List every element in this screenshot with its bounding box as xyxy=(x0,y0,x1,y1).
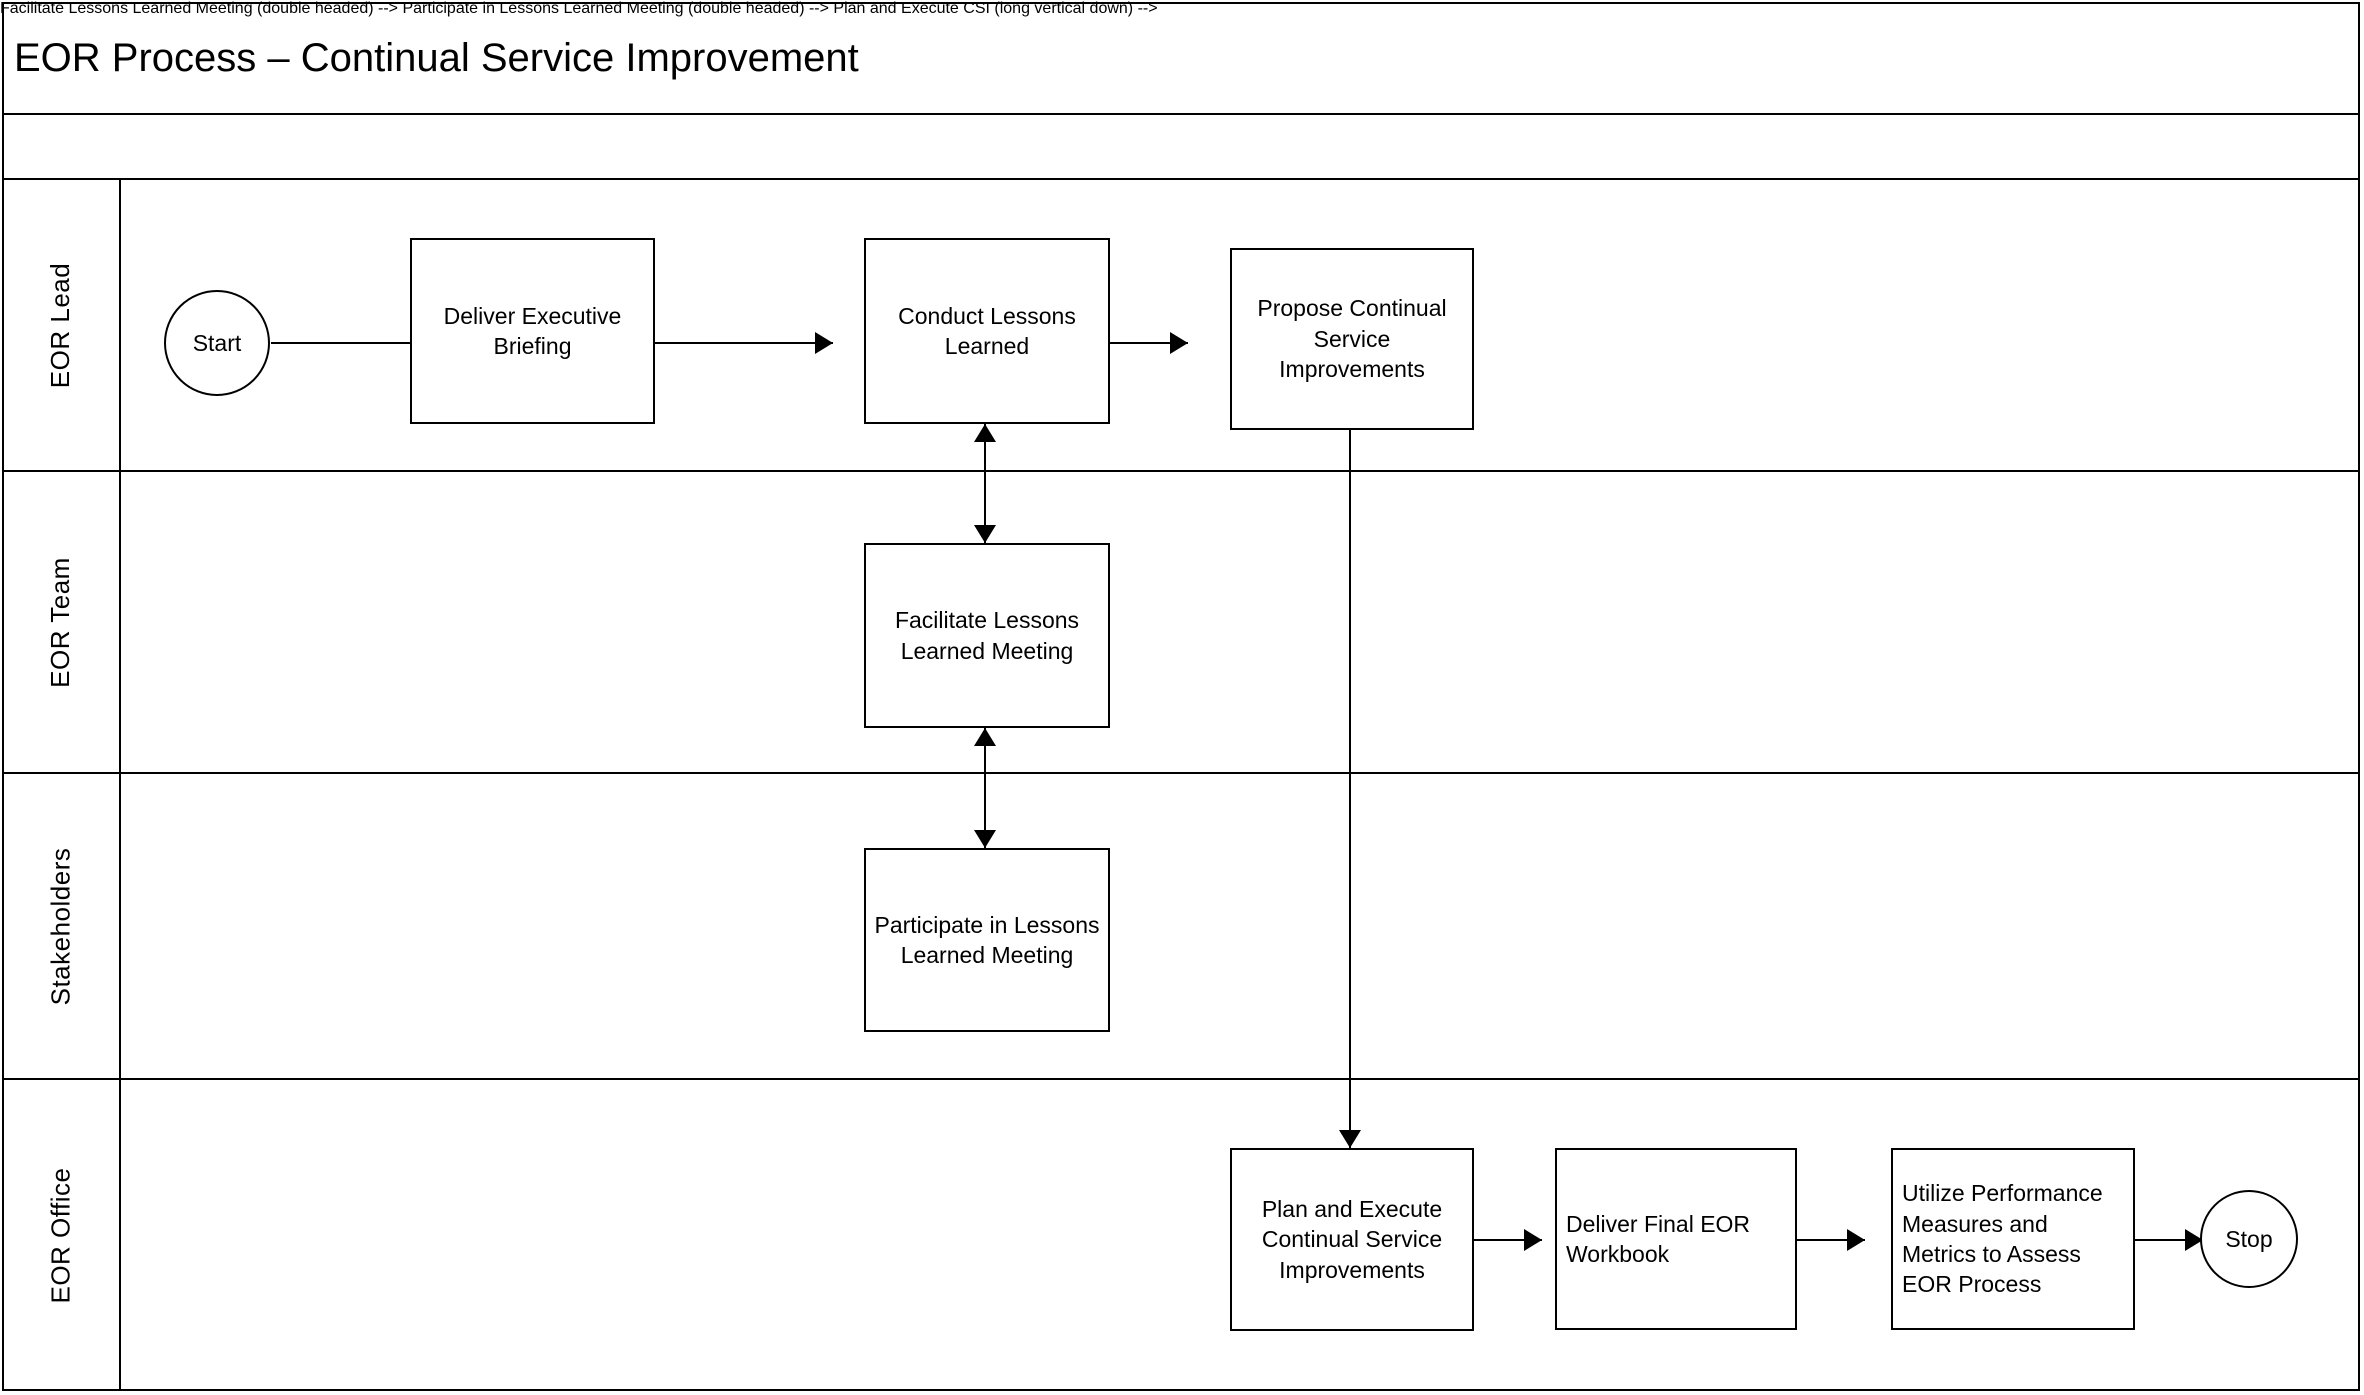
connector-conduct-lessons-to-propose-csi xyxy=(1110,342,1188,344)
lane-label-stakeholders: Stakeholders xyxy=(2,774,121,1078)
connector-facilitate-meeting-participate-meeting xyxy=(984,728,986,848)
page-title: EOR Process – Continual Service Improvem… xyxy=(14,35,859,80)
connector-conduct-lessons-facilitate-meeting xyxy=(984,424,986,543)
arrowhead-down-icon xyxy=(1339,1130,1361,1148)
node-participate-in-lessons-learned-meeting-label: Participate in Lessons Learned Meeting xyxy=(874,911,1100,968)
connector-deliver-briefing-to-conduct-lessons xyxy=(655,342,833,344)
lane-label-text: EOR Team xyxy=(45,556,75,688)
node-utilize-performance-measures-and-metrics[interactable]: Utilize Performance Measures and Metrics… xyxy=(1891,1148,2135,1330)
swimlane-eor-team: EOR Team Facilitate Lessons Learned Meet… xyxy=(2,472,2360,774)
lane-body-eor-lead: Start Deliver Executive Briefing Conduct… xyxy=(121,180,2360,470)
node-deliver-executive-briefing[interactable]: Deliver Executive Briefing xyxy=(410,238,655,424)
lane-label-eor-lead: EOR Lead xyxy=(2,180,121,470)
lane-body-stakeholders: Participate in Lessons Learned Meeting xyxy=(121,774,2360,1078)
arrowhead-right-icon xyxy=(815,332,833,354)
diagram-title-band: EOR Process – Continual Service Improvem… xyxy=(2,2,2360,115)
arrowhead-down-icon xyxy=(974,830,996,848)
lane-label-text: EOR Lead xyxy=(45,262,75,388)
lane-body-eor-team: Facilitate Lessons Learned Meeting xyxy=(121,472,2360,772)
header-strip xyxy=(2,115,2360,180)
node-deliver-final-eor-workbook-label: Deliver Final EOR Workbook xyxy=(1566,1210,1751,1267)
arrowhead-up-icon xyxy=(974,728,996,746)
lane-label-eor-office: EOR Office xyxy=(2,1080,121,1391)
node-stop[interactable]: Stop xyxy=(2200,1190,2298,1288)
node-propose-continual-service-improvements[interactable]: Propose Continual Service Improvements xyxy=(1230,248,1474,430)
node-conduct-lessons-learned[interactable]: Conduct Lessons Learned xyxy=(864,238,1110,424)
lane-body-eor-office: Plan and Execute Continual Service Impro… xyxy=(121,1080,2360,1391)
node-start[interactable]: Start xyxy=(164,290,270,396)
arrowhead-right-icon xyxy=(1847,1229,1865,1251)
swimlane-stakeholders: Stakeholders Participate in Lessons Lear… xyxy=(2,774,2360,1080)
node-start-label: Start xyxy=(192,329,242,356)
arrowhead-down-icon xyxy=(974,525,996,543)
node-propose-continual-service-improvements-label: Propose Continual Service Improvements xyxy=(1257,295,1447,383)
arrowhead-right-icon xyxy=(1170,332,1188,354)
connector-propose-csi-to-plan-execute-csi xyxy=(1349,430,1351,1148)
lane-label-text: Stakeholders xyxy=(45,847,76,1005)
lane-label-text: EOR Office xyxy=(45,1167,76,1304)
connector-start-to-deliver-briefing xyxy=(271,342,496,344)
connector-utilize-metrics-to-stop xyxy=(2135,1239,2203,1241)
swimlane-eor-lead: EOR Lead Start Deliver Executive Briefin… xyxy=(2,180,2360,472)
arrowhead-up-icon xyxy=(974,424,996,442)
node-facilitate-lessons-learned-meeting-label: Facilitate Lessons Learned Meeting xyxy=(894,607,1080,664)
connector-deliver-workbook-to-utilize-metrics xyxy=(1797,1239,1865,1241)
arrowhead-right-icon xyxy=(2185,1229,2203,1251)
node-deliver-executive-briefing-label: Deliver Executive Briefing xyxy=(443,302,622,359)
node-plan-and-execute-continual-service-improvements[interactable]: Plan and Execute Continual Service Impro… xyxy=(1230,1148,1474,1331)
node-deliver-final-eor-workbook[interactable]: Deliver Final EOR Workbook xyxy=(1555,1148,1797,1330)
node-conduct-lessons-learned-label: Conduct Lessons Learned xyxy=(898,302,1076,359)
lane-label-eor-team: EOR Team xyxy=(2,472,121,772)
swimlane-eor-office: EOR Office Plan and Execute Continual Se… xyxy=(2,1080,2360,1391)
node-participate-in-lessons-learned-meeting[interactable]: Participate in Lessons Learned Meeting xyxy=(864,848,1110,1032)
node-plan-and-execute-csi-label: Plan and Execute Continual Service Impro… xyxy=(1261,1195,1443,1283)
connector-plan-csi-to-deliver-workbook xyxy=(1474,1239,1542,1241)
node-facilitate-lessons-learned-meeting[interactable]: Facilitate Lessons Learned Meeting xyxy=(864,543,1110,728)
node-utilize-performance-measures-label: Utilize Performance Measures and Metrics… xyxy=(1902,1180,2103,1298)
node-stop-label: Stop xyxy=(2225,1225,2273,1252)
arrowhead-right-icon xyxy=(1524,1229,1542,1251)
